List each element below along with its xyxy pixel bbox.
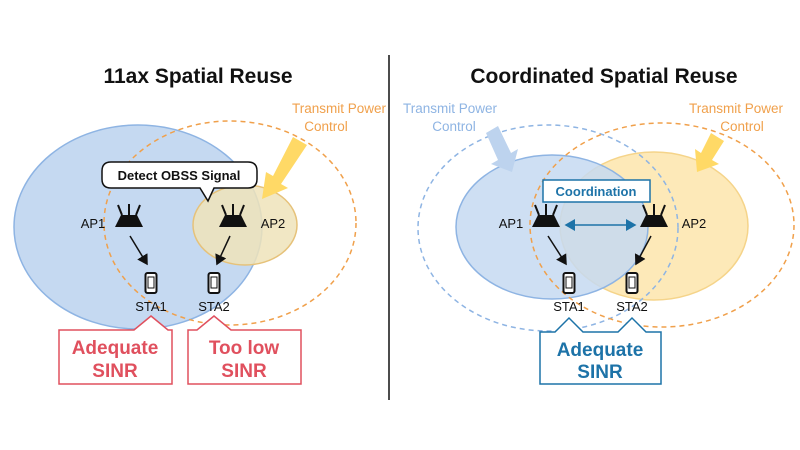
right-result-box: Adequate SINR [539,316,662,385]
left-ap2-label: AP2 [261,216,286,231]
right-result-line2: SINR [577,362,623,383]
left-tpc-arrow [262,137,307,199]
coordination-text: Coordination [556,184,637,199]
right-sta1-label: STA1 [553,299,585,314]
sta1-result-box: Adequate SINR [58,315,173,385]
right-sta2-phone-icon [625,272,639,294]
right-sta2-label: STA2 [616,299,648,314]
sta2-result-box: Too low SINR [187,315,302,385]
right-result-line1: Adequate [557,340,644,361]
sta2-result-line1: Too low [209,338,280,359]
right-panel-title: Coordinated Spatial Reuse [470,65,737,88]
coordination-box: Coordination [542,179,651,203]
right-panel: Coordinated Spatial Reuse Transmit Power… [403,65,795,385]
sta2-phone-icon [207,272,221,294]
right-ap1-original-coverage [417,124,679,332]
sta1-result-line2: SINR [92,361,138,382]
right-tpc-left-arrow [486,126,518,172]
right-ap2-label: AP2 [682,216,707,231]
sta1-phone-icon [144,272,158,294]
right-tpc-right-arrow [695,133,724,172]
right-tpc-left-line2: Control [432,119,476,134]
left-ap1-label: AP1 [81,216,106,231]
ap2-to-sta2-arrow [215,235,231,266]
left-tpc-label-line2: Control [304,119,348,134]
right-ap1-to-sta1-arrow [547,235,567,266]
left-sta1-label: STA1 [135,299,167,314]
sta1-result-line1: Adequate [72,338,159,359]
right-sta1-phone-icon [562,272,576,294]
detect-obss-text: Detect OBSS Signal [118,168,241,183]
detect-obss-callout: Detect OBSS Signal [101,161,258,203]
right-ap2-to-sta2-arrow [634,235,652,266]
left-tpc-label-line1: Transmit Power [292,101,387,116]
ap1-to-sta1-arrow [129,235,148,266]
left-sta2-label: STA2 [198,299,230,314]
sta2-result-line2: SINR [221,361,267,382]
left-panel-title: 11ax Spatial Reuse [103,65,292,88]
right-ap2-original-coverage [529,122,795,328]
right-tpc-left-line1: Transmit Power [403,101,498,116]
right-tpc-right-line2: Control [720,119,764,134]
ap2-original-coverage [103,120,357,326]
left-panel: 11ax Spatial Reuse Transmit Power Contro… [13,65,387,385]
right-ap1-label: AP1 [499,216,524,231]
right-tpc-right-line1: Transmit Power [689,101,784,116]
